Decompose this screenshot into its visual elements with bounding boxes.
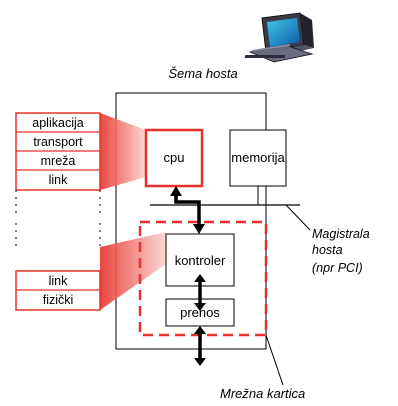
stack-layer-network: mreža	[41, 154, 76, 168]
controller-label: kontroler	[175, 253, 226, 268]
nic-label: Mrežna kartica	[220, 386, 305, 401]
upper-protocol-stack: aplikacija transport mreža link	[15, 112, 101, 191]
lower-protocol-stack: link fizički	[15, 270, 101, 311]
lower-beam	[100, 232, 166, 310]
cpu-nic-arrow	[170, 186, 205, 234]
bus-label: Magistrala hosta (npr PCI)	[312, 227, 373, 275]
host-box	[115, 92, 267, 350]
memory-box	[229, 129, 287, 187]
bus-pointer	[285, 204, 311, 231]
stack-layer-transport: transport	[33, 135, 83, 149]
network-link-arrow	[194, 326, 206, 366]
stack-layer-physical: fizički	[43, 293, 74, 307]
page-title: Šema hosta	[168, 66, 237, 81]
stack-layer-link: link	[49, 173, 69, 187]
memory-label: memorija	[231, 150, 285, 165]
upper-beam	[100, 113, 146, 190]
cpu-box	[144, 128, 204, 188]
cpu-label: cpu	[164, 150, 185, 165]
controller-transfer-arrow	[194, 274, 206, 311]
stack-layer-application: aplikacija	[32, 116, 83, 130]
nic-pointer	[265, 334, 284, 386]
stack-layer-link-lower: link	[49, 274, 69, 288]
transfer-label: prenos	[180, 305, 220, 320]
computer-icon	[244, 12, 314, 63]
nic-card-outline	[138, 220, 268, 337]
